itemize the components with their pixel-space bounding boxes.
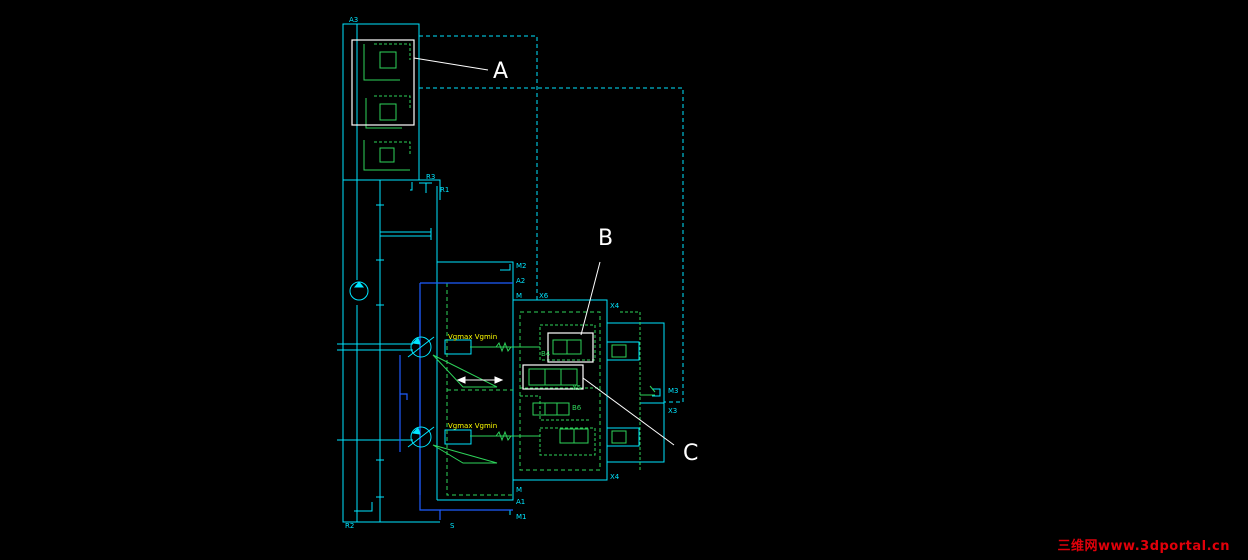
valve-x5: X5 [572, 384, 581, 392]
port-labels: A3 R3 R1 M2 A2 M X6 X4 M3 X3 X4 M A1 M1 … [345, 16, 679, 530]
highlight-box-b [547, 332, 594, 363]
port-r1: R1 [440, 186, 449, 194]
port-m-top: M [516, 292, 522, 300]
callout-b: B [598, 226, 613, 251]
blue-pressure-lines [399, 282, 513, 520]
port-x6: X6 [539, 292, 549, 300]
pump-symbols [349, 281, 435, 448]
port-r3: R3 [426, 173, 435, 181]
upper-pump-tag: Vgmax Vgmin [448, 333, 497, 341]
valve-labels: B4 X5 B6 [541, 350, 582, 412]
watermark: 三维网www.3dportal.cn [1057, 539, 1230, 554]
double-arrow-icon [456, 376, 504, 384]
highlight-boxes [351, 39, 594, 390]
callout-leaders [413, 57, 675, 446]
lower-pump-tag: Vgmax Vgmin [448, 422, 497, 430]
valve-b4: B4 [541, 350, 551, 358]
callout-c: C [683, 441, 698, 466]
green-circuit-lines [363, 43, 656, 496]
port-s: S [450, 522, 455, 530]
port-r2: R2 [345, 522, 354, 530]
port-m1: M1 [516, 513, 527, 521]
callout-a: A [493, 59, 508, 84]
highlight-box-c [522, 364, 584, 390]
cyan-circuit-lines [337, 23, 684, 523]
port-m3: M3 [668, 387, 679, 395]
valve-b6: B6 [572, 404, 582, 412]
port-x4-top: X4 [610, 302, 620, 310]
highlight-box-a [351, 39, 415, 126]
port-a2: A2 [516, 277, 525, 285]
port-x4-bottom: X4 [610, 473, 620, 481]
port-a1: A1 [516, 498, 525, 506]
port-m2: M2 [516, 262, 527, 270]
port-a3: A3 [349, 16, 358, 24]
port-m-bottom: M [516, 486, 522, 494]
port-x3: X3 [668, 407, 677, 415]
